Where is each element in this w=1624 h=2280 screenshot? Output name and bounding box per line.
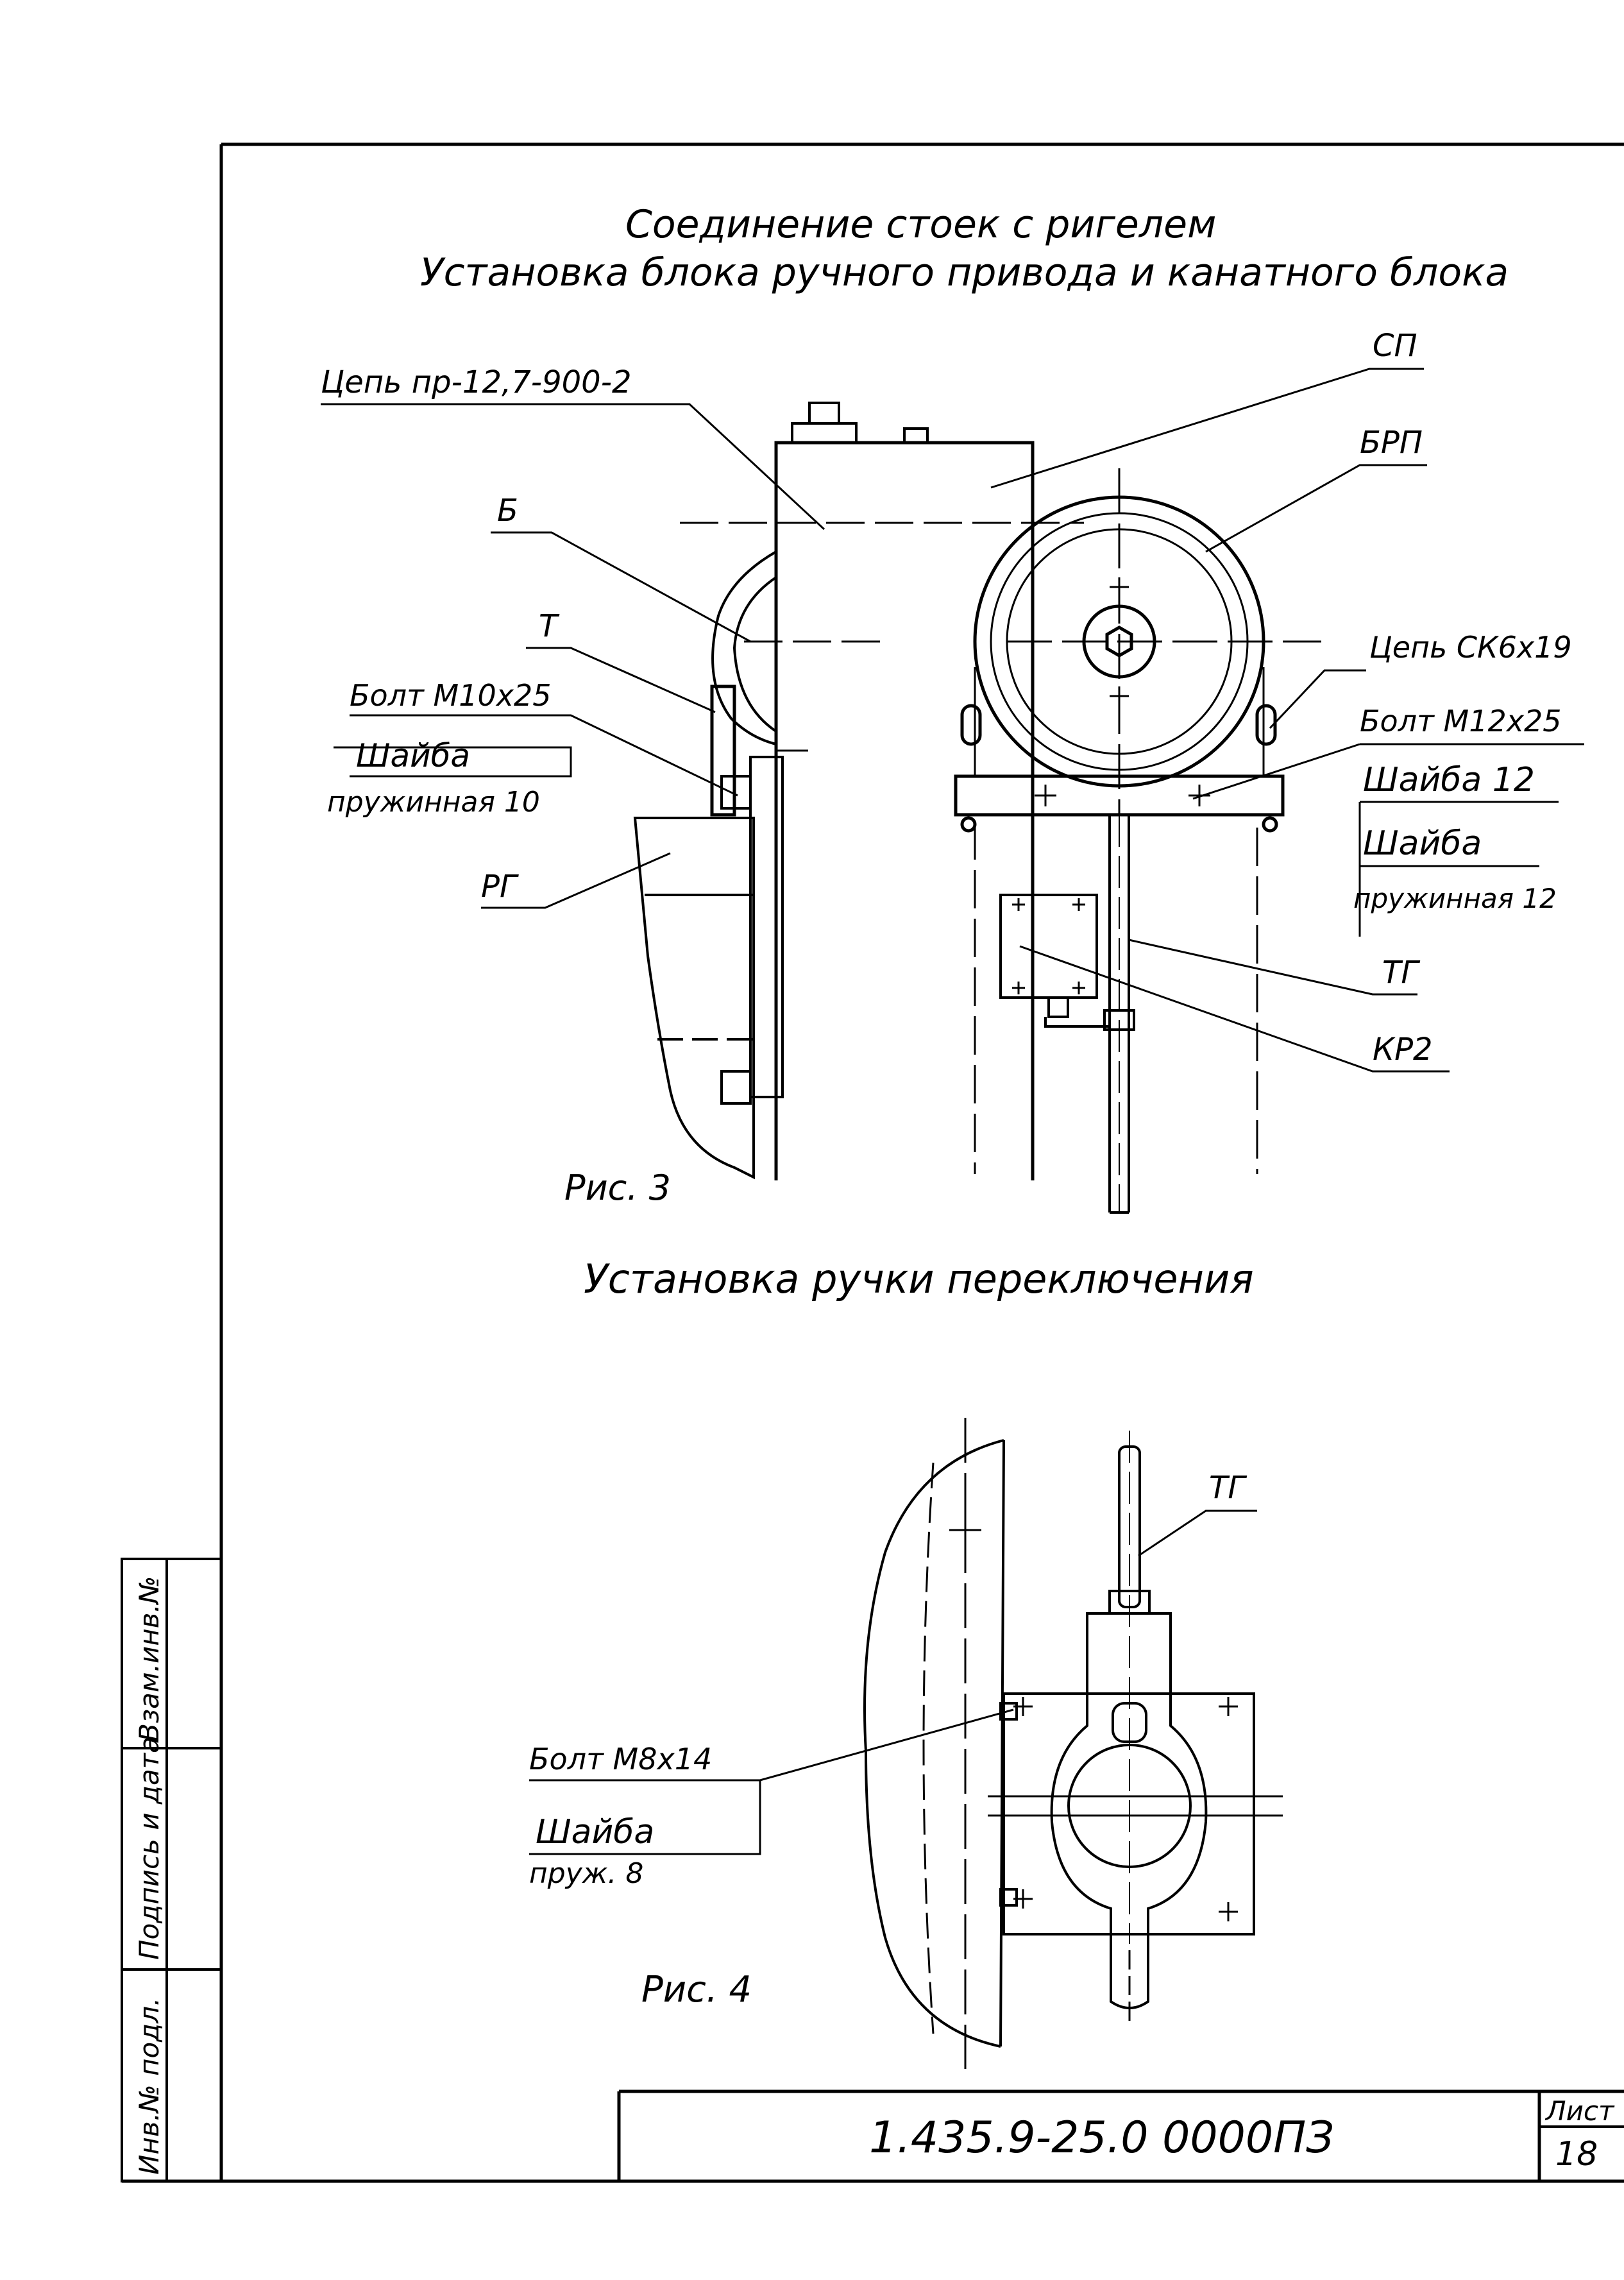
- stamp-inv-replace: Взам.инв.№: [133, 1576, 165, 1742]
- label-kr2: КР2: [1373, 1032, 1433, 1068]
- switch-box-kr2: [999, 894, 1110, 1028]
- label-washer-12: Шайба 12: [1363, 761, 1535, 799]
- sheet-number: 18: [1555, 2135, 1598, 2174]
- rod-tg: [1103, 815, 1135, 1214]
- stamp-sign-date: Подпись и дата: [133, 1737, 165, 1960]
- label-washer-8a: Шайба: [536, 1813, 654, 1851]
- label-fig4-tg: ТГ: [1209, 1470, 1247, 1506]
- label-brp: БРП: [1360, 425, 1423, 461]
- label-washer-8b: пруж. 8: [529, 1857, 643, 1890]
- label-bolt-m12: Болт М12х25: [1360, 704, 1562, 738]
- label-chain-pr: Цепь пр-12,7-900-2: [321, 364, 632, 400]
- column-top-bolt: [791, 402, 929, 444]
- figure-3-caption: Рис. 3: [564, 1168, 671, 1208]
- leaders-fig4: [529, 1510, 1257, 1855]
- figure-4: ТГ Болт М8х14 Шайба пруж. 8 Рис. 4: [529, 1418, 1283, 2069]
- label-washer-10a: Шайба: [356, 737, 470, 774]
- title-line-2: Установка блока ручного привода и канатн…: [420, 250, 1509, 295]
- title-block: 1.435.9-25.0 0000ПЗ Лист 18: [617, 2089, 1624, 2181]
- bolt-m10: [720, 775, 752, 1105]
- document-code: 1.435.9-25.0 0000ПЗ: [869, 2113, 1334, 2163]
- bracket-t: [710, 685, 736, 817]
- label-rg: РГ: [481, 869, 519, 905]
- label-chain-ck: Цепь СК6х19: [1369, 630, 1572, 665]
- leaders-fig3: [321, 368, 1584, 1073]
- sheet-label: Лист: [1544, 2095, 1615, 2127]
- mounting-plate: [749, 756, 784, 1098]
- bolt-m8: [999, 1702, 1018, 1907]
- manual-drive-block: [954, 468, 1321, 1174]
- label-bolt-m10: Болт М10х25: [350, 678, 552, 713]
- figure-4-caption: Рис. 4: [641, 1969, 752, 2011]
- label-washer-10b: пружинная 10: [327, 786, 540, 819]
- figure-4-title: Установка ручки переключения: [584, 1255, 1254, 1302]
- label-t: Т: [539, 608, 560, 644]
- figure-3: Цепь пр-12,7-900-2 СП БРП Б Т Болт М10х2…: [321, 328, 1584, 1214]
- label-bolt-m8: Болт М8х14: [529, 1742, 712, 1776]
- label-washer-12sa: Шайба: [1363, 824, 1482, 863]
- label-b: Б: [497, 493, 518, 529]
- stamp-inv-orig: Инв.№ подл.: [133, 1998, 165, 2175]
- riegel-beam: [633, 817, 755, 1180]
- label-washer-12sb: пружинная 12: [1353, 883, 1557, 914]
- column-post: [680, 441, 1084, 1180]
- label-tg: ТГ: [1382, 955, 1420, 991]
- label-sp: СП: [1373, 328, 1417, 364]
- handle-mount-plate: [988, 1692, 1283, 1935]
- post-section: [863, 1418, 1005, 2069]
- title-line-1: Соединение стоек с ригелем: [625, 202, 1216, 247]
- side-stamp: Инв.№ подл. Подпись и дата Взам.инв.№: [121, 1558, 223, 2182]
- rope-block-b: [711, 550, 777, 745]
- switch-handle: [1050, 1431, 1208, 2021]
